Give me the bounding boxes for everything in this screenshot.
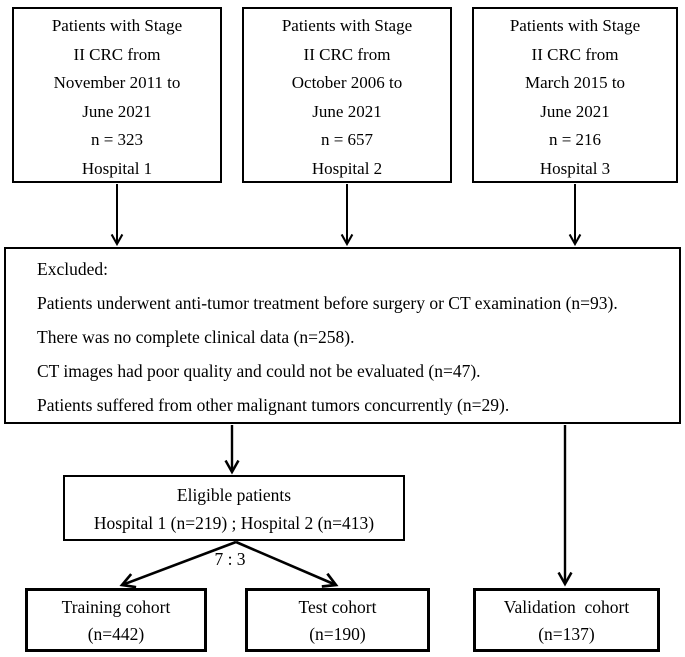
box-text-line: Patients with Stage [51,16,183,35]
cohort-count: (n=137) [538,624,595,644]
box-text-line: November 2011 to [53,73,181,92]
patient-count: n = 216 [548,130,602,149]
box-text-line: II CRC from [73,44,161,64]
box-text-line: Patients with Stage [281,16,413,35]
cohort-title: Training cohort [61,597,171,617]
hospital-1-source-box: Patients with Stage II CRC from November… [12,7,222,183]
validation-cohort-box: Validation cohort (n=137) [473,588,660,652]
split-ratio-label: 7 : 3 [214,549,246,569]
patient-count: n = 323 [90,130,144,149]
excluded-item: There was no complete clinical data (n=2… [37,327,355,347]
hospital-label: Hospital 3 [539,158,611,178]
excluded-item: CT images had poor quality and could not… [37,361,481,381]
box-text-line: October 2006 to [291,73,403,92]
cohort-count: (n=190) [309,624,366,644]
patient-count: n = 657 [320,130,374,149]
eligible-counts: Hospital 1 (n=219) ; Hospital 2 (n=413) [93,513,375,533]
excluded-item: Patients underwent anti-tumor treatment … [37,293,618,313]
hospital-3-source-box: Patients with Stage II CRC from March 20… [472,7,678,183]
box-text-line: II CRC from [303,44,391,64]
excluded-title: Excluded: [37,259,108,279]
box-text-line: June 2021 [312,101,382,121]
box-text-line: March 2015 to [524,73,626,92]
eligible-patients-box: Eligible patients Hospital 1 (n=219) ; H… [63,475,405,541]
box-text-line: II CRC from [531,44,619,64]
test-cohort-box: Test cohort (n=190) [245,588,430,652]
excluded-box: Excluded: Patients underwent anti-tumor … [4,247,681,424]
box-text-line: Patients with Stage [509,16,641,35]
cohort-title: Test cohort [298,597,377,617]
hospital-label: Hospital 1 [81,158,153,178]
hospital-label: Hospital 2 [311,158,383,178]
box-text-line: June 2021 [82,101,152,121]
box-text-line: June 2021 [540,101,610,121]
hospital-2-source-box: Patients with Stage II CRC from October … [242,7,452,183]
cohort-title: Validation cohort [503,597,630,617]
excluded-item: Patients suffered from other malignant t… [37,395,510,415]
training-cohort-box: Training cohort (n=442) [25,588,207,652]
cohort-count: (n=442) [87,624,145,644]
eligible-title: Eligible patients [176,485,292,505]
